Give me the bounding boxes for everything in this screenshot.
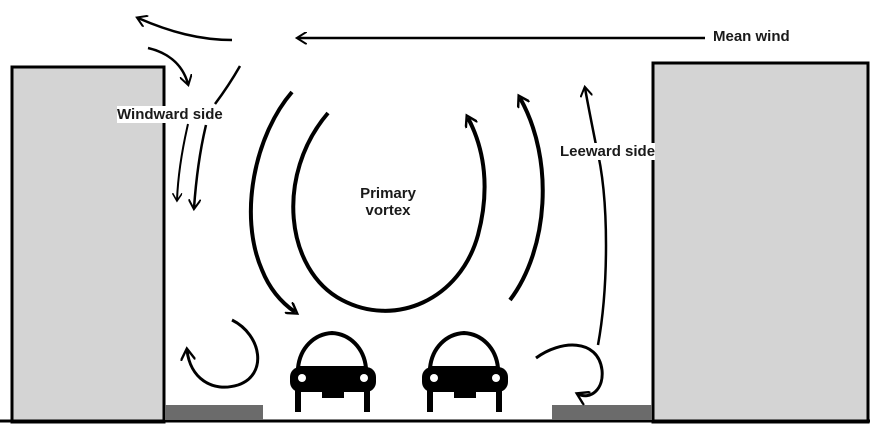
sidewalk-right	[552, 405, 652, 420]
primary-vortex-label-line2: vortex	[365, 202, 411, 220]
windward-downflow-arrow	[194, 124, 208, 208]
mean-wind-label: Mean wind	[713, 28, 790, 46]
car-icon	[422, 330, 508, 412]
overflow-arrow-down-small	[147, 46, 188, 84]
overflow-arrow-left	[138, 18, 233, 42]
windward-building	[10, 65, 166, 424]
separation-stroke	[213, 65, 242, 105]
leeward-side-label: Leeward side	[560, 143, 656, 161]
car-icon	[290, 330, 376, 412]
left-corner-eddy	[187, 318, 260, 389]
windward-small-arrow	[177, 123, 189, 200]
vortex-outer-right-arc	[508, 98, 545, 302]
sidewalk-left	[165, 405, 263, 420]
primary-vortex-label-line1: Primary	[360, 185, 416, 202]
windward-side-label: Windward side	[117, 106, 223, 124]
leeward-upflow-arrow	[585, 88, 608, 346]
primary-vortex-label: Primary vortex	[355, 185, 421, 220]
right-corner-eddy	[535, 343, 604, 396]
vortex-outer-left-arc	[248, 90, 295, 312]
vortex-inner-arc	[291, 111, 487, 313]
leeward-building	[651, 61, 870, 424]
